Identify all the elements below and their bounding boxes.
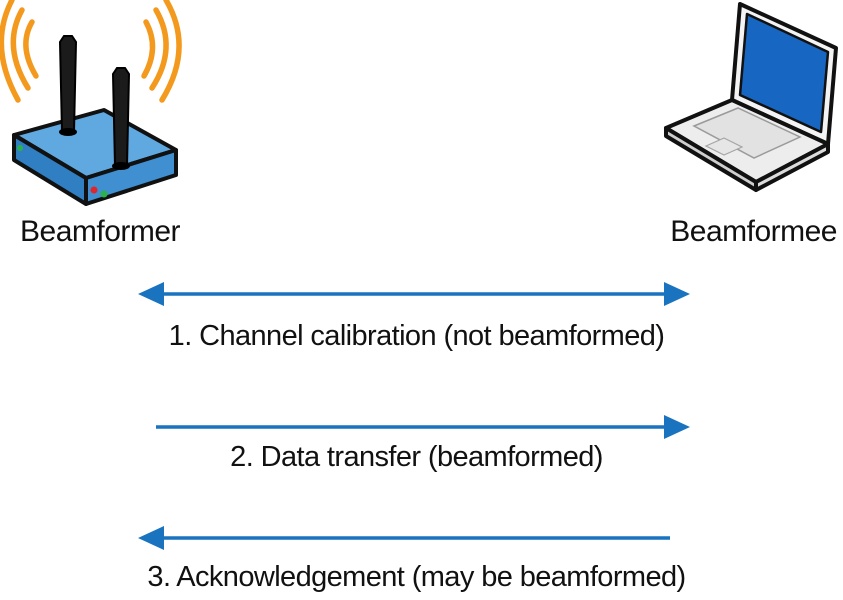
step-label: 2. Data transfer (beamformed)	[230, 441, 603, 473]
status-light-icon	[100, 190, 108, 198]
signal-waves-icon	[0, 0, 182, 103]
status-light-icon	[17, 145, 23, 151]
laptop-screen	[738, 12, 830, 134]
arrowhead-right-icon	[664, 415, 690, 439]
right-arrow	[156, 415, 690, 439]
step-data-transfer: 2. Data transfer (beamformed)	[0, 405, 843, 485]
step-label: 3. Acknowledgement (may be beamformed)	[147, 561, 686, 593]
wireless-router-icon	[0, 0, 182, 206]
arrowhead-left-icon	[138, 526, 164, 550]
laptop-touchpad	[704, 137, 744, 156]
laptop-icon	[664, 2, 838, 192]
status-light-icon	[90, 186, 98, 194]
arrowhead-left-icon	[138, 282, 164, 306]
router-body	[12, 108, 178, 206]
step-channel-calibration: 1. Channel calibration (not beamformed)	[0, 272, 843, 362]
step-label: 1. Channel calibration (not beamformed)	[168, 320, 665, 352]
arrowhead-right-icon	[664, 282, 690, 306]
antenna-icon	[58, 35, 131, 170]
beamformee-label: Beamformee	[670, 215, 837, 248]
left-arrow	[138, 526, 670, 550]
step-acknowledgement: 3. Acknowledgement (may be beamformed)	[0, 516, 843, 600]
bidirectional-arrow	[138, 282, 690, 306]
beamformer-label: Beamformer	[20, 215, 181, 248]
